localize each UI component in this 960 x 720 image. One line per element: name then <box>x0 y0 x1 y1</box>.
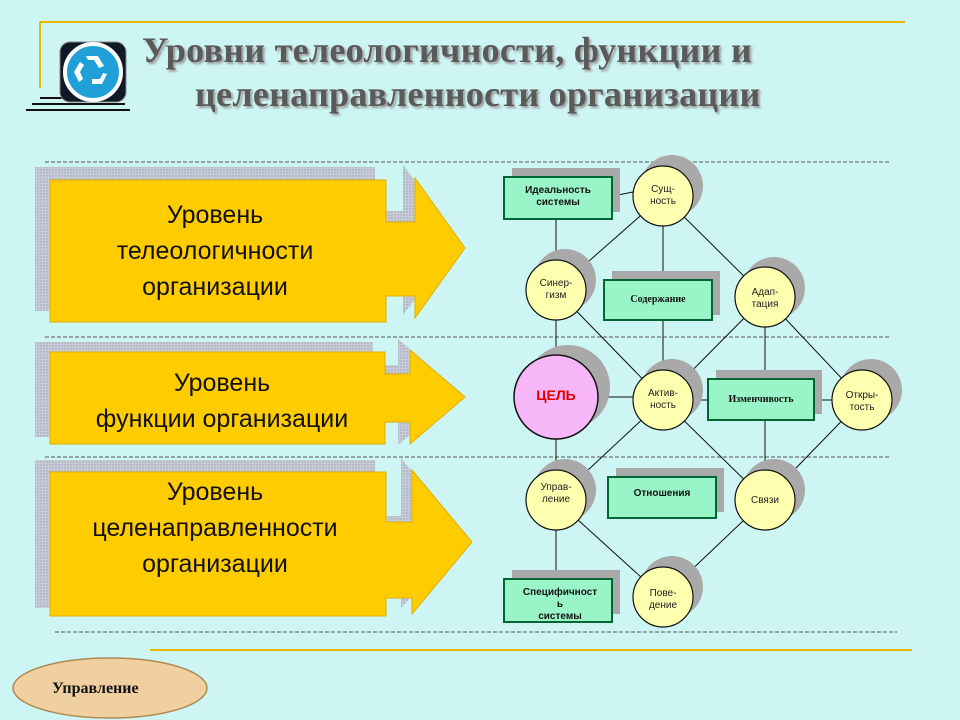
level-arrow-1 <box>35 165 466 323</box>
box-specificity <box>503 578 613 623</box>
concept-circles <box>525 165 893 628</box>
level-arrow-3 <box>35 458 473 617</box>
node-behavior-line-2: дение <box>648 600 678 611</box>
node-adaptation <box>734 266 796 328</box>
level-3-text: Уровень целенаправленности организации <box>55 474 375 582</box>
node-activity-line-2: ность <box>650 400 676 411</box>
box-ideal-line-1: Идеальность <box>525 185 591 196</box>
level-1-line-1: Уровень <box>166 201 264 229</box>
node-essence-label: Сущ- ность <box>633 184 693 208</box>
box-ideal-label: Идеальность системы <box>504 185 612 209</box>
box-specificity-label: Специфичност ь системы <box>504 587 616 623</box>
node-activity <box>632 369 694 431</box>
page-title-line-1: Уровни телеологичности, функции и <box>142 30 752 70</box>
box-variability-label: Изменчивость <box>728 394 794 405</box>
node-essence-line-2: ность <box>650 196 676 207</box>
node-management <box>525 469 587 531</box>
node-essence <box>632 165 694 227</box>
box-specificity-line-3: системы <box>538 611 582 622</box>
node-links <box>734 469 796 531</box>
node-management-line-2: ление <box>541 494 571 505</box>
footer-button[interactable]: Управление <box>52 680 139 697</box>
box-relations-label: Отношения <box>633 488 691 499</box>
node-synergy-line-2: гизм <box>545 290 567 301</box>
node-openness-line-1: Откры- <box>845 390 879 401</box>
node-adaptation-label: Адап- тация <box>735 287 795 311</box>
level-1-line-3: организации <box>142 273 288 301</box>
node-goal-label: ЦЕЛЬ <box>536 387 576 403</box>
node-adaptation-line-2: тация <box>751 299 779 310</box>
footer-button-shape <box>12 657 208 719</box>
node-goal <box>513 354 599 440</box>
box-content <box>603 279 713 321</box>
level-2-line-1: Уровень <box>173 369 271 397</box>
box-content-label: Содержание <box>630 294 686 305</box>
box-variability <box>707 378 815 421</box>
node-behavior-label: Пове- дение <box>633 588 693 612</box>
box-ideal <box>503 176 613 220</box>
node-synergy <box>525 259 587 321</box>
level-3-line-3: организации <box>142 550 288 578</box>
node-management-line-1: Управ- <box>540 482 572 493</box>
node-activity-line-1: Актив- <box>648 388 678 399</box>
box-specificity-line-1: Специфичност <box>522 587 598 598</box>
recycle-icon <box>59 41 127 103</box>
node-synergy-label: Синер- гизм <box>526 278 586 302</box>
box-ideal-line-2: системы <box>536 197 580 208</box>
level-2-text: Уровень функции организации <box>57 365 387 437</box>
node-openness-line-2: тость <box>849 402 875 413</box>
level-1-line-2: телеологичности <box>116 237 314 265</box>
node-behavior <box>632 566 694 628</box>
node-openness-label: Откры- тость <box>832 390 892 414</box>
node-essence-line-1: Сущ- <box>651 184 675 195</box>
level-1-text: Уровень телеологичности организации <box>60 197 370 305</box>
node-links-label: Связи <box>750 495 779 506</box>
concept-boxes <box>503 176 815 623</box>
box-specificity-line-2: ь <box>556 599 564 610</box>
node-synergy-line-1: Синер- <box>539 278 573 289</box>
level-2-line-2: функции организации <box>95 405 349 433</box>
level-3-line-1: Уровень <box>166 478 264 506</box>
node-behavior-line-1: Пове- <box>649 588 677 599</box>
level-arrow-2 <box>35 339 466 446</box>
node-management-label: Управ- ление <box>526 482 586 506</box>
node-activity-label: Актив- ность <box>633 388 693 412</box>
page-title-line-2: целенаправленности организации <box>195 74 761 114</box>
node-adaptation-line-1: Адап- <box>751 287 779 298</box>
level-3-line-2: целенаправленности <box>92 514 338 542</box>
box-relations <box>607 476 717 519</box>
node-openness <box>831 369 893 431</box>
